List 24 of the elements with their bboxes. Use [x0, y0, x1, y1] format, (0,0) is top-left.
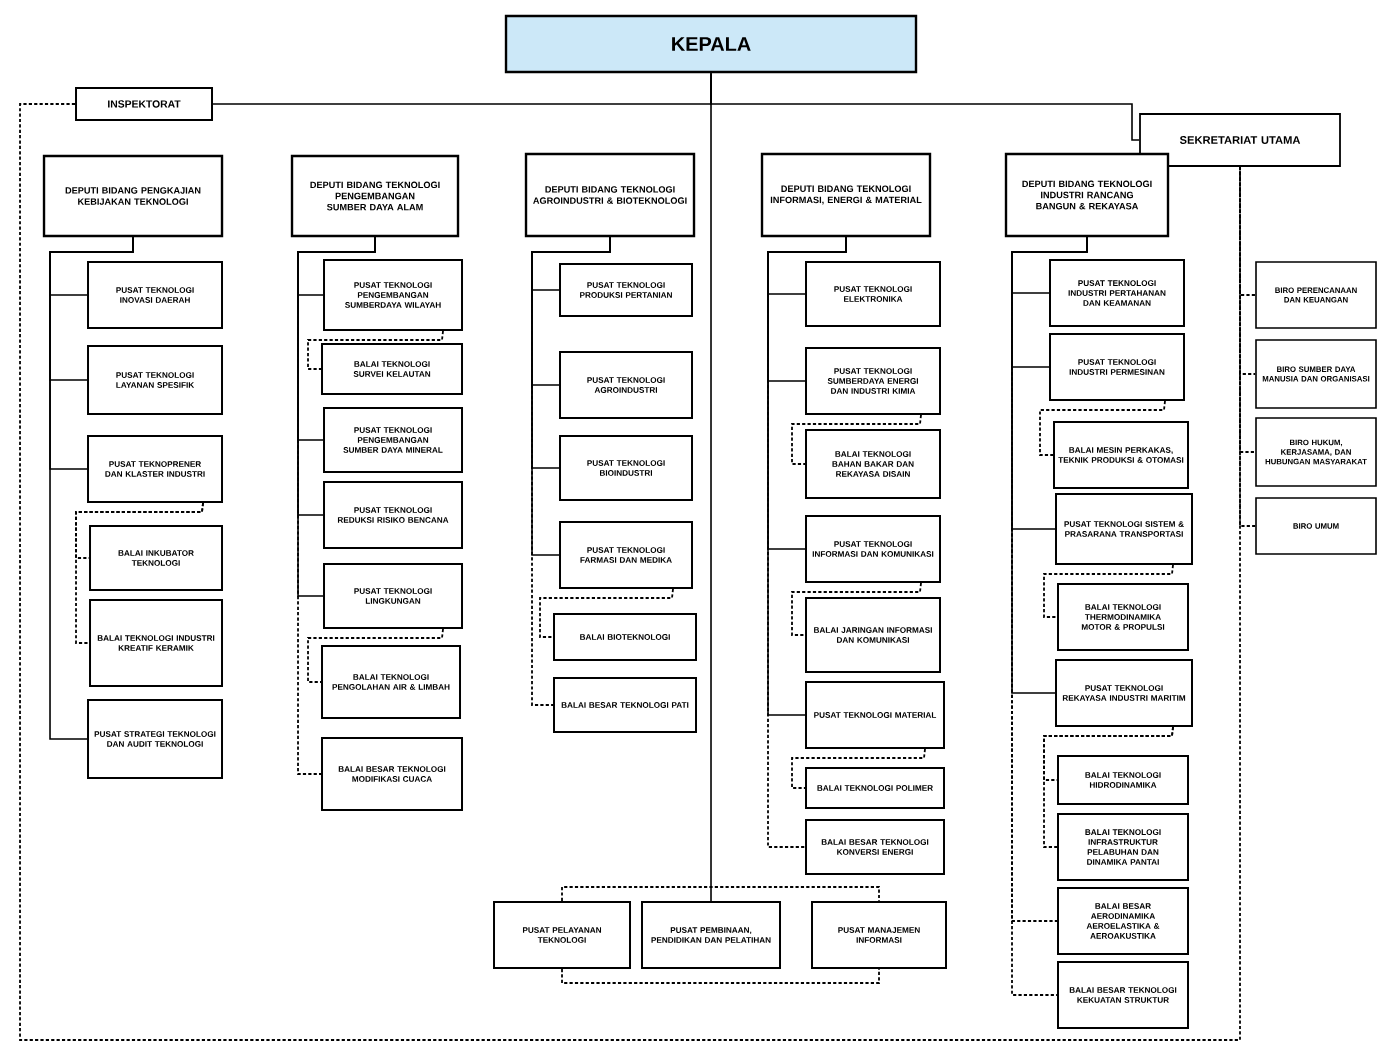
head-box: KEPALA	[504, 14, 918, 74]
connector-line	[307, 628, 444, 683]
connector-line	[539, 588, 674, 638]
connector-line	[767, 236, 847, 848]
connector-line	[75, 502, 204, 644]
connector-line	[767, 236, 847, 716]
connector-line	[791, 748, 926, 789]
connector-line	[710, 72, 712, 902]
connector-line	[1043, 564, 1174, 618]
connector-line	[531, 236, 611, 706]
connector-line	[1011, 236, 1088, 694]
connector-line	[19, 103, 1241, 1041]
connector-line	[49, 236, 134, 740]
connector-line	[297, 236, 376, 775]
connector-line	[297, 236, 376, 597]
connector-line	[1043, 726, 1174, 848]
connector-line	[561, 886, 880, 902]
connector-line	[561, 968, 880, 984]
connector-line	[307, 330, 444, 370]
connector-line	[791, 414, 922, 465]
connector-line	[531, 236, 611, 556]
connector-line	[1239, 166, 1257, 527]
connector-line	[791, 582, 922, 636]
connector-line	[1039, 400, 1166, 456]
